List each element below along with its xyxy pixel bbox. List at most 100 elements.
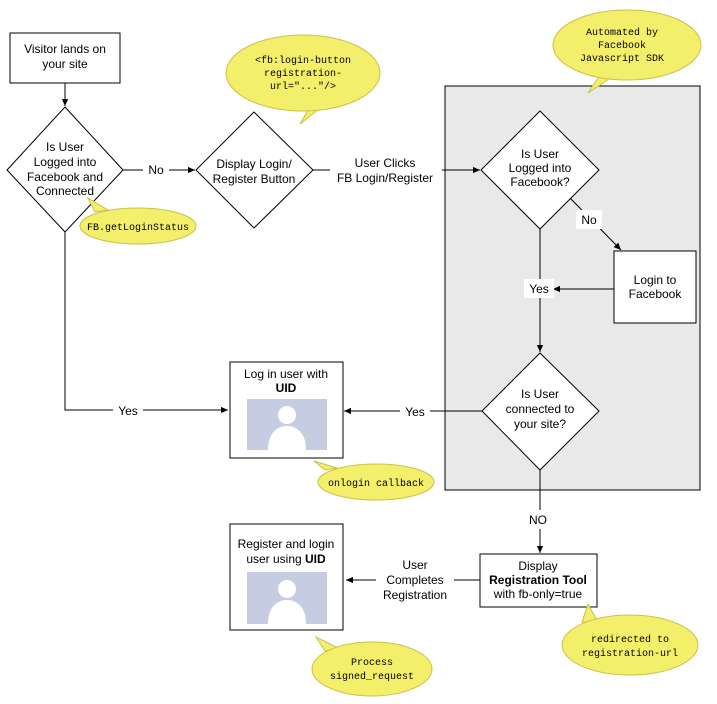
svg-text:FB.getLoginStatus: FB.getLoginStatus [87, 222, 189, 234]
label-no-to-display: No [148, 163, 164, 177]
svg-text:Register Button: Register Button [213, 172, 296, 186]
node-register-line1: Register and login [238, 537, 335, 551]
decision2-line2: Logged into [509, 161, 572, 175]
svg-text:Registration Tool: Registration Tool [489, 573, 587, 587]
note-process-signed-request: Process signed_request [311, 635, 433, 697]
note-sdk-line3: Javascript SDK [580, 53, 664, 65]
note-fb-login-line3: url="..."/> [270, 81, 336, 93]
decision1-line2: Logged into [34, 155, 97, 169]
label-user-clicks-2: FB Login/Register [337, 171, 433, 185]
svg-text:Facebook and: Facebook and [27, 170, 103, 184]
note-process-line1: Process [351, 658, 393, 669]
svg-text:Logged into: Logged into [34, 155, 97, 169]
avatar-placeholder-icon [247, 572, 327, 624]
svg-text:url="..."/>: url="..."/> [270, 81, 336, 93]
note-redirected: redirected to registration-url [561, 602, 699, 676]
label-user-completes-3: Registration [383, 588, 447, 602]
svg-text:Login to: Login to [634, 273, 677, 287]
svg-text:Is User: Is User [521, 387, 559, 401]
svg-text:No: No [581, 213, 597, 227]
svg-text:connected to: connected to [506, 402, 575, 416]
svg-text:<fb:login-button: <fb:login-button [255, 55, 351, 67]
edge-labels: No User Clicks FB Login/Register No Yes … [113, 154, 602, 604]
label-yes-left: Yes [118, 404, 138, 418]
svg-text:Facebook?: Facebook? [510, 175, 570, 189]
node-log-in-line2: UID [276, 381, 297, 395]
svg-text:with fb-only=true: with fb-only=true [493, 587, 583, 601]
svg-text:Is User: Is User [46, 140, 84, 154]
svg-text:Facebook: Facebook [598, 40, 646, 52]
decision2-line3: Facebook? [510, 175, 570, 189]
svg-text:Yes: Yes [405, 405, 425, 419]
decision3-line2: connected to [506, 402, 575, 416]
display-login-line1: Display Login/ [216, 157, 292, 171]
svg-text:User Clicks: User Clicks [355, 156, 416, 170]
display-login-line2: Register Button [213, 172, 296, 186]
svg-text:your site: your site [42, 57, 88, 71]
decision3-line3: your site? [514, 417, 566, 431]
node-registration-line2: Registration Tool [489, 573, 587, 587]
note-process-line2: signed_request [330, 671, 414, 683]
label-yes-from-login: Yes [529, 282, 549, 296]
svg-text:your site?: your site? [514, 417, 566, 431]
decision1-line1: Is User [46, 140, 84, 154]
decision2-line1: Is User [521, 147, 559, 161]
svg-text:NO: NO [529, 513, 547, 527]
note-fb-login-line2: registration- [264, 68, 342, 80]
svg-text:Display: Display [518, 559, 557, 573]
svg-text:Process: Process [351, 658, 393, 669]
note-fb-login-line1: <fb:login-button [255, 55, 351, 67]
node-visitor-lands-line1: Visitor lands on [24, 42, 106, 56]
edge-check-yes-to-login-uid [64, 232, 228, 414]
svg-text:Is User: Is User [521, 147, 559, 161]
note-get-login-status: FB.getLoginStatus [79, 196, 197, 245]
label-user-completes-2: Completes [386, 573, 443, 587]
svg-text:UID: UID [276, 381, 297, 395]
node-registration-line3: with fb-only=true [493, 587, 583, 601]
svg-text:User: User [402, 558, 427, 572]
svg-text:Facebook: Facebook [629, 287, 683, 301]
svg-text:onlogin callback: onlogin callback [328, 478, 424, 490]
decision1-line3: Facebook and [27, 170, 103, 184]
svg-text:user using UID: user using UID [246, 552, 326, 566]
decision-is-user-logged-connected: Is User Logged into Facebook and Connect… [6, 106, 124, 233]
node-log-in-user-uid: Log in user with UID [229, 361, 344, 459]
decision1-line4: Connected [36, 184, 94, 198]
node-login-to-facebook-line1: Login to [634, 273, 677, 287]
decision-is-user-connected-site: Is User connected to your site? [481, 352, 600, 471]
svg-text:Yes: Yes [118, 404, 138, 418]
node-visitor-lands: Visitor lands on your site [9, 32, 121, 84]
svg-text:Register and login: Register and login [238, 537, 335, 551]
label-user-clicks-1: User Clicks [355, 156, 416, 170]
label-no-to-registration: NO [529, 513, 547, 527]
label-no-to-login: No [581, 213, 597, 227]
svg-text:redirected to: redirected to [591, 634, 669, 646]
node-log-in-line1: Log in user with [244, 367, 328, 381]
node-login-to-facebook-line2: Facebook [629, 287, 683, 301]
decision-is-user-logged-facebook: Is User Logged into Facebook? [480, 110, 600, 230]
decision-display-login-button: Display Login/ Register Button [195, 111, 314, 229]
node-visitor-lands-line2: your site [42, 57, 88, 71]
decision3-line1: Is User [521, 387, 559, 401]
svg-text:Visitor lands on: Visitor lands on [24, 42, 106, 56]
svg-text:No: No [148, 163, 164, 177]
note-sdk-line1: Automated by [586, 27, 658, 39]
node-register-line2-bold: UID [305, 552, 326, 566]
svg-text:Logged into: Logged into [509, 161, 572, 175]
node-register-login-uid: Register and login user using UID [229, 523, 344, 631]
note-redirected-line1: redirected to [591, 634, 669, 646]
note-onlogin-callback: onlogin callback [313, 460, 435, 501]
note-onlogin-line1: onlogin callback [328, 478, 424, 490]
svg-text:Javascript SDK: Javascript SDK [580, 53, 664, 65]
svg-text:Log in user with: Log in user with [244, 367, 328, 381]
svg-text:FB Login/Register: FB Login/Register [337, 171, 433, 185]
node-display-registration-tool: Display Registration Tool with fb-only=t… [479, 553, 598, 608]
label-yes-connected: Yes [405, 405, 425, 419]
svg-text:Connected: Connected [36, 184, 94, 198]
svg-text:Yes: Yes [529, 282, 549, 296]
label-user-completes-1: User [402, 558, 427, 572]
avatar-placeholder-icon [247, 399, 327, 450]
svg-text:Completes: Completes [386, 573, 443, 587]
node-registration-line1: Display [518, 559, 557, 573]
